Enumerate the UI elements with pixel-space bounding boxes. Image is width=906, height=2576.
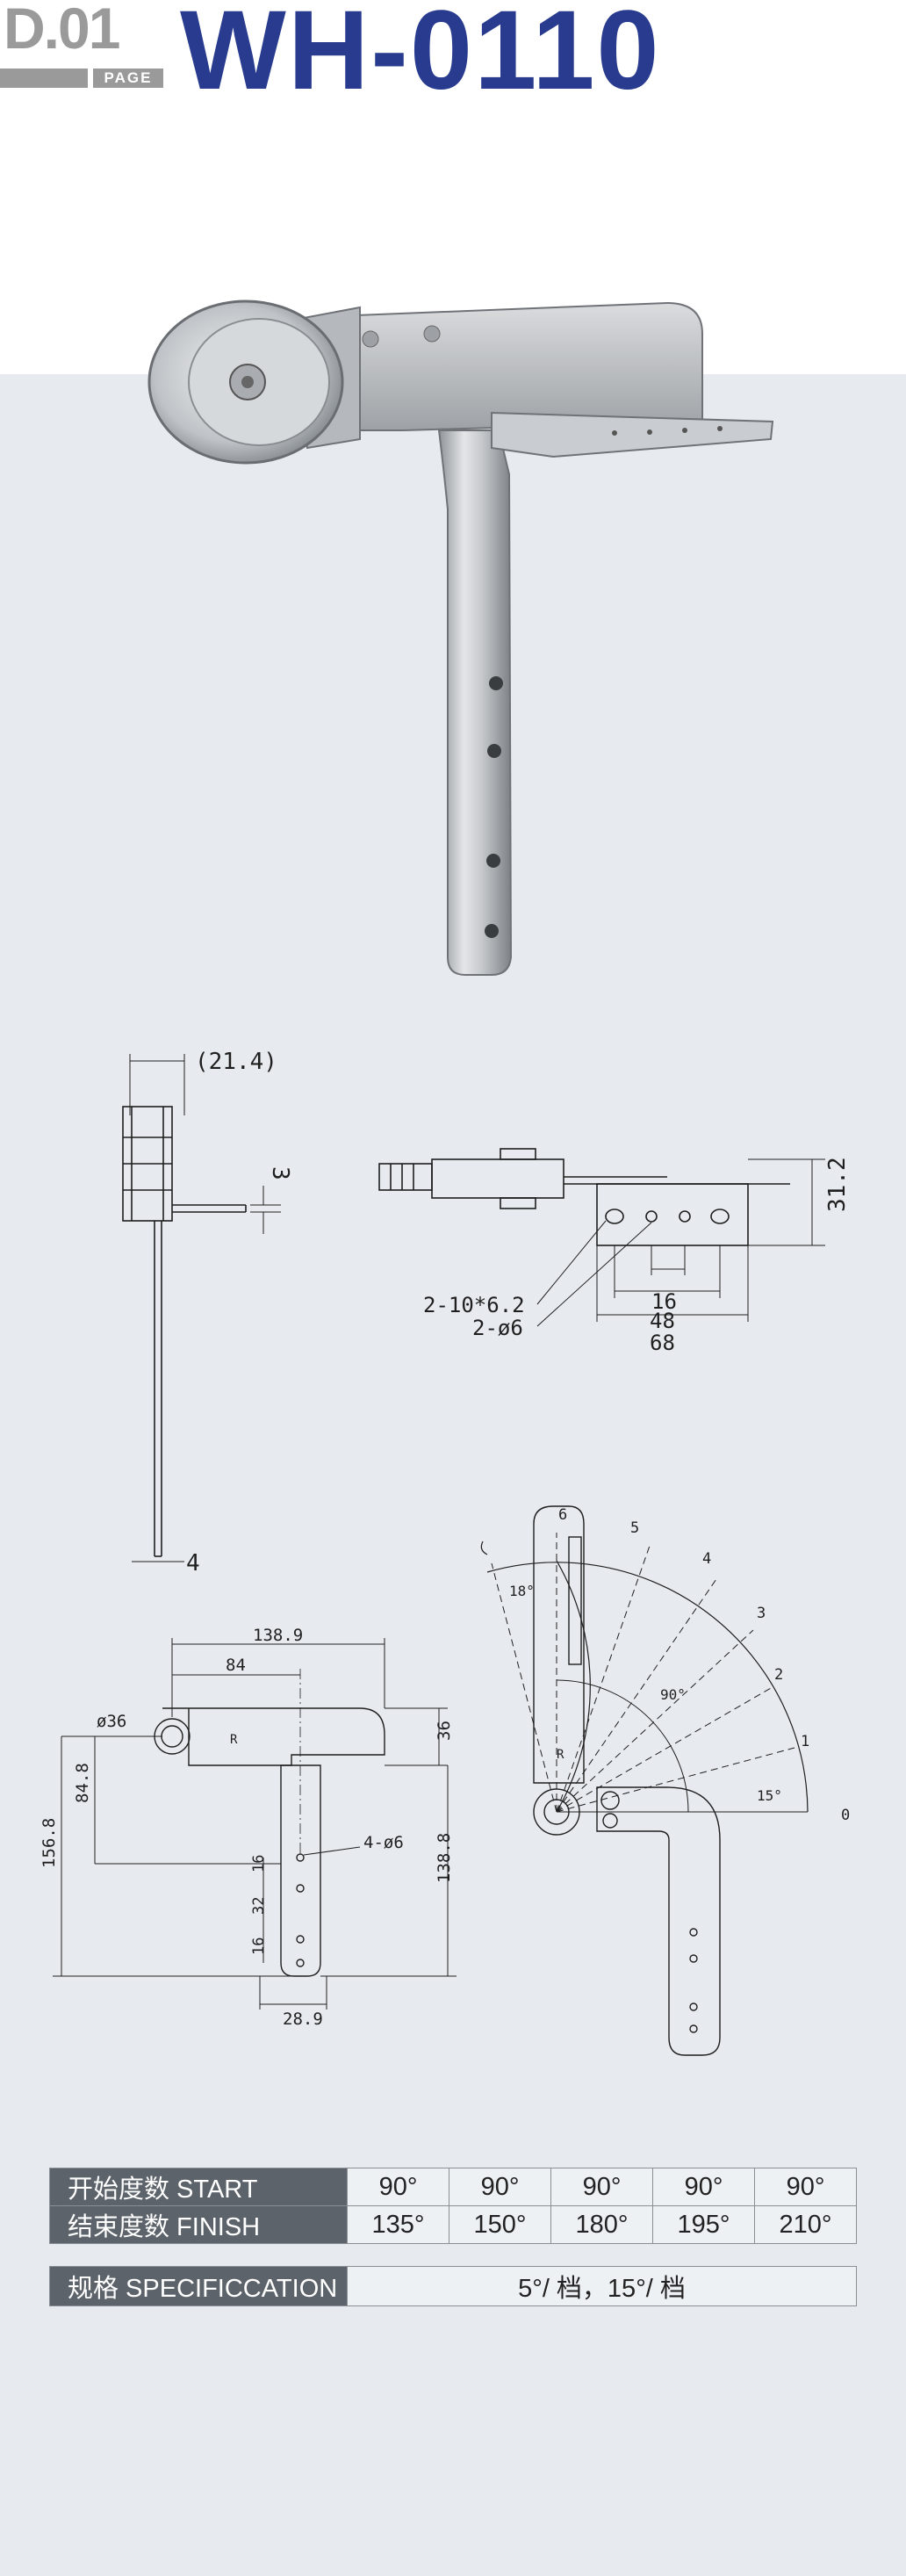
start-value: 90° (449, 2168, 551, 2206)
start-value: 90° (347, 2168, 449, 2206)
dim-31-2: 31.2 (824, 1157, 851, 1212)
angle-view: R 0 1 2 3 4 5 6 90° 15° 18° (480, 1505, 850, 2056)
dim-138-9: 138.9 (253, 1626, 303, 1645)
dim-16b: 16 (250, 1937, 268, 1955)
page-number: D.01 (4, 0, 120, 61)
dim-32: 32 (250, 1897, 268, 1915)
side-view: (21.4) 3 4 (122, 1049, 293, 1577)
dim-156-8: 156.8 (40, 1818, 59, 1868)
dim-84: 84 (226, 1656, 246, 1675)
technical-drawing: (21.4) 3 4 31.2 16 4 (40, 1049, 851, 2056)
angle-marker-r: R (557, 1748, 564, 1762)
model-title: WH-0110 (180, 0, 661, 113)
front-holes: 4-ø6 (363, 1833, 404, 1852)
dim-68: 68 (650, 1331, 675, 1355)
dim-16: 16 (651, 1289, 677, 1314)
specification-table: 规格 SPECIFICCATION 5°/ 档，15°/ 档 (49, 2266, 857, 2306)
dim-48: 48 (650, 1309, 675, 1333)
slot-callout: 2-10*6.2 (423, 1293, 525, 1317)
finish-value: 135° (347, 2205, 449, 2244)
finish-value: 210° (754, 2205, 857, 2244)
hole-callout: 2-ø6 (472, 1316, 523, 1340)
page-header: D.01 PAGE WH-0110 (0, 0, 906, 113)
pos-2: 2 (774, 1666, 783, 1684)
pos-6: 6 (558, 1506, 567, 1524)
start-value: 90° (754, 2168, 857, 2206)
angle-90: 90° (660, 1686, 686, 1703)
front-marker-r: R (230, 1733, 238, 1747)
finish-row: 结束度数 FINISH 135° 150° 180° 195° 210° (49, 2205, 857, 2244)
finish-value: 195° (652, 2205, 755, 2244)
page-bar (0, 69, 88, 88)
spec-row: 规格 SPECIFICCATION 5°/ 档，15°/ 档 (49, 2266, 857, 2306)
spec-value: 5°/ 档，15°/ 档 (347, 2266, 857, 2306)
angle-18: 18° (509, 1583, 535, 1599)
dim-138-8: 138.8 (435, 1833, 454, 1883)
dim-84-8: 84.8 (73, 1763, 92, 1803)
finish-label: 结束度数 FINISH (49, 2205, 348, 2244)
dim-16a: 16 (250, 1855, 268, 1872)
finish-value: 150° (449, 2205, 551, 2244)
dim-dia-36: ø36 (97, 1712, 126, 1731)
start-value: 90° (652, 2168, 755, 2206)
page-badge: D.01 PAGE (0, 0, 167, 88)
pos-3: 3 (757, 1605, 766, 1622)
dim-3: 3 (267, 1166, 293, 1180)
degree-table: 开始度数 START 90° 90° 90° 90° 90° 结束度数 FINI… (49, 2168, 857, 2244)
start-value: 90° (550, 2168, 653, 2206)
dim-21-4: (21.4) (195, 1049, 277, 1075)
angle-15: 15° (757, 1787, 782, 1804)
top-view: 31.2 16 48 68 2-10*6.2 2-ø6 (378, 1148, 851, 1355)
dim-36: 36 (435, 1721, 454, 1741)
pos-0: 0 (841, 1807, 850, 1824)
finish-value: 180° (550, 2205, 653, 2244)
page-label: PAGE (93, 69, 163, 88)
spec-label: 规格 SPECIFICCATION (49, 2266, 348, 2306)
pos-5: 5 (630, 1519, 639, 1537)
start-row: 开始度数 START 90° 90° 90° 90° 90° (49, 2168, 857, 2206)
dim-28-9: 28.9 (283, 2010, 323, 2029)
pos-1: 1 (801, 1733, 809, 1750)
product-photo (147, 299, 774, 976)
start-label: 开始度数 START (49, 2168, 348, 2206)
pos-4: 4 (702, 1550, 711, 1568)
dim-4: 4 (186, 1550, 200, 1577)
front-view: R 138.9 84 ø36 36 84.8 156.8 4-ø6 16 32 … (40, 1626, 457, 2029)
